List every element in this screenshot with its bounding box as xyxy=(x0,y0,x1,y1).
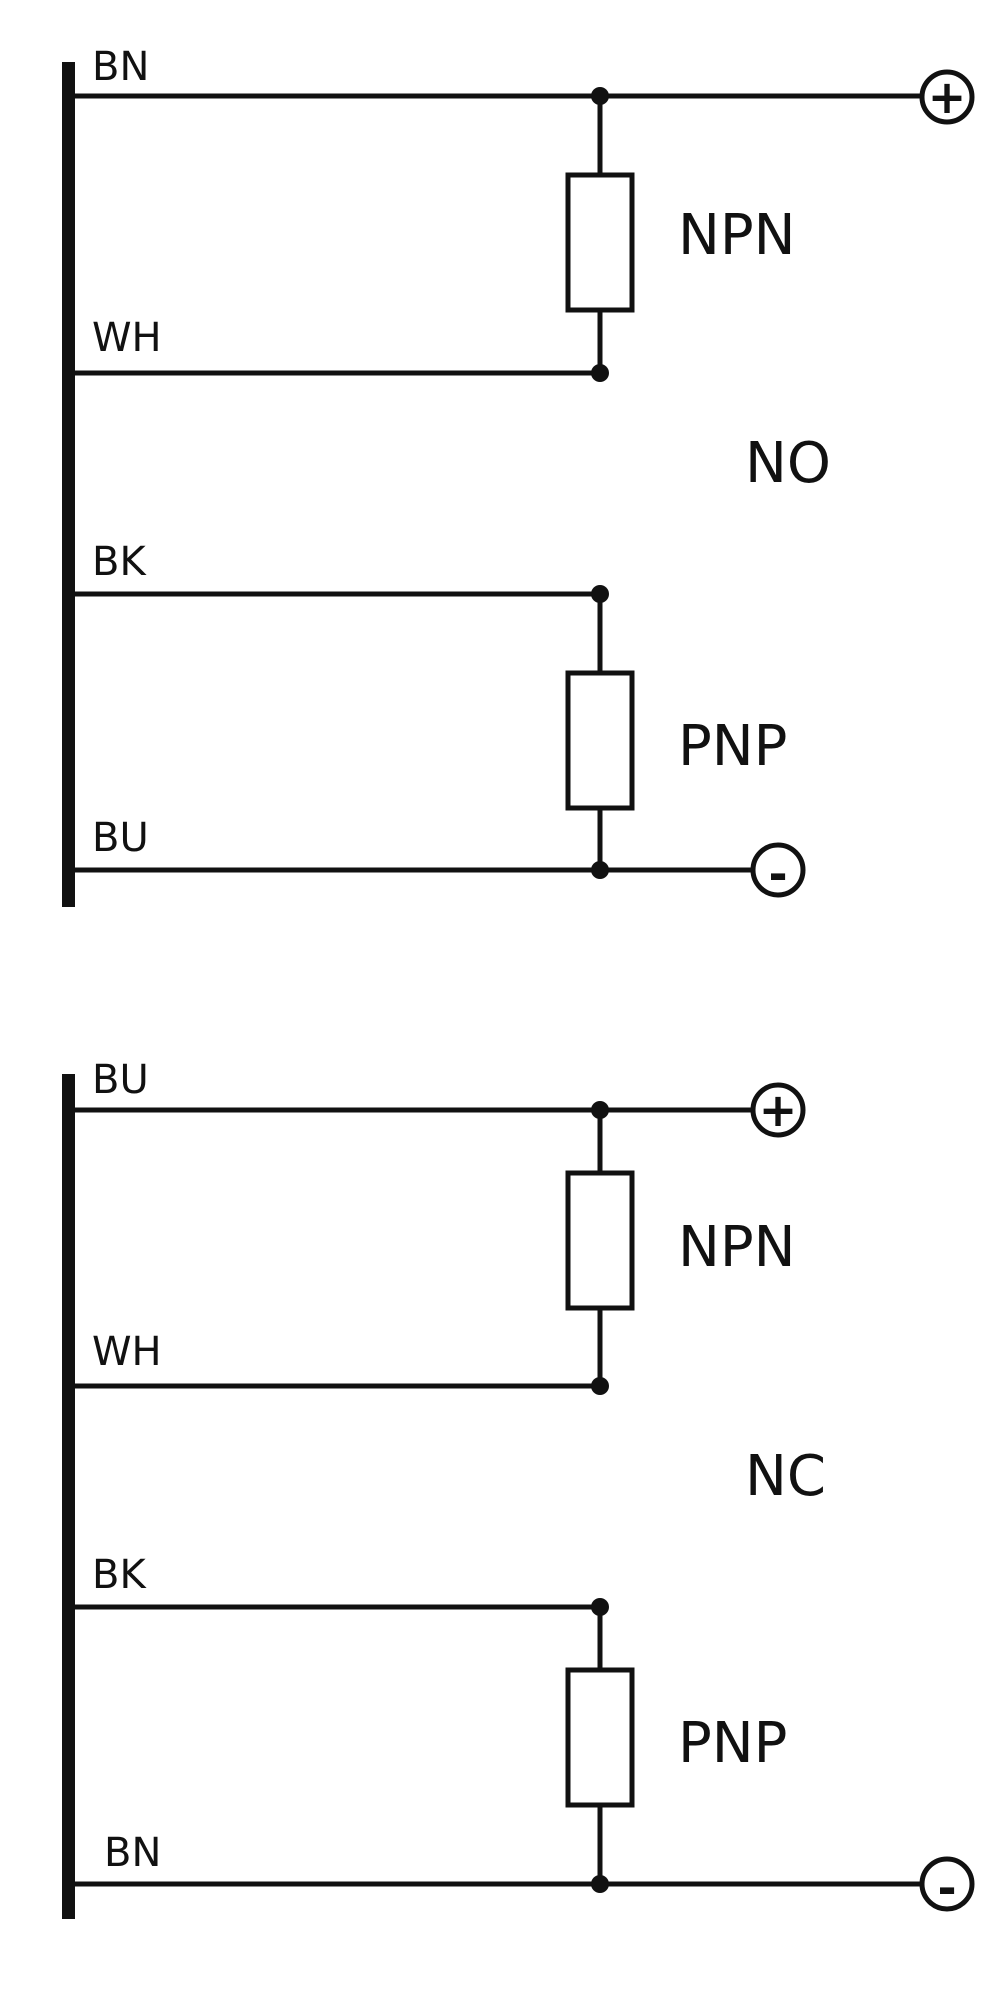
negative-terminal-icon xyxy=(919,1856,975,1912)
pnp-load-resistor xyxy=(565,1667,635,1808)
junction-dot xyxy=(591,585,609,603)
wire-label-wh: WH xyxy=(92,1329,162,1375)
cable-bus xyxy=(62,62,75,907)
npn-load-resistor xyxy=(565,1170,635,1311)
junction-dot xyxy=(591,861,609,879)
negative-terminal-icon xyxy=(750,842,806,898)
junction-dot xyxy=(591,1101,609,1119)
npn-label: NPN xyxy=(678,203,796,268)
wire-label-bu: BU xyxy=(92,1057,149,1103)
wire-label-bu: BU xyxy=(92,815,149,861)
cable-bus xyxy=(62,1074,75,1919)
mode-label-no: NO xyxy=(745,431,831,496)
positive-terminal-icon xyxy=(750,1082,806,1138)
wire-label-wh: WH xyxy=(92,315,162,361)
junction-dot xyxy=(591,1377,609,1395)
junction-dot xyxy=(591,1875,609,1893)
wire-label-bk: BK xyxy=(92,1552,147,1598)
junction-dot xyxy=(591,87,609,105)
nc-wiring-diagram: + - BU WH BK BN NPN NC PNP xyxy=(62,1057,975,1919)
negative-sign: - xyxy=(768,847,787,901)
junction-dot xyxy=(591,364,609,382)
pnp-label: PNP xyxy=(678,714,787,779)
negative-sign: - xyxy=(937,1861,956,1915)
npn-load-resistor xyxy=(565,172,635,313)
positive-terminal-icon xyxy=(919,69,975,125)
pnp-label: PNP xyxy=(678,1711,787,1776)
junction-dot xyxy=(591,1598,609,1616)
wire-label-bn: BN xyxy=(104,1830,161,1876)
npn-label: NPN xyxy=(678,1215,796,1280)
mode-label-nc: NC xyxy=(745,1444,826,1509)
no-wiring-diagram: + - BN WH BK BU NPN NO PNP xyxy=(62,44,975,907)
wire-label-bk: BK xyxy=(92,539,147,585)
positive-sign: + xyxy=(759,1083,798,1137)
positive-sign: + xyxy=(928,70,967,124)
pnp-load-resistor xyxy=(565,670,635,811)
wire-label-bn: BN xyxy=(92,44,149,90)
